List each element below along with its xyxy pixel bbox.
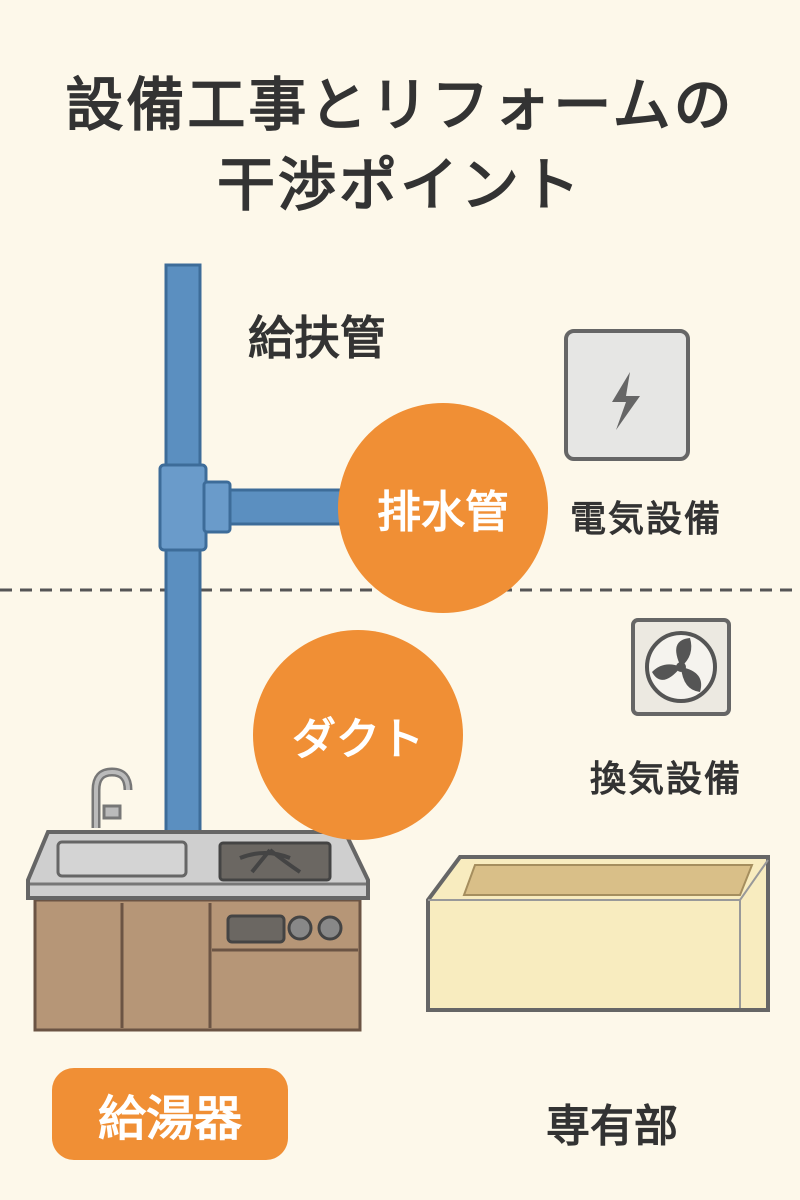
title-line-1: 設備工事とリフォームの — [65, 71, 735, 139]
water-heater-label: 給湯器 — [97, 1091, 242, 1147]
private-area-label: 専有部 — [546, 1101, 678, 1152]
ventilation-fan-icon — [631, 618, 731, 716]
ventilation-label: 換気設備 — [590, 759, 743, 800]
electrical-label: 電気設備 — [570, 499, 723, 540]
supply-pipe-label: 給扶管 — [248, 311, 386, 365]
title-line-2: 干渉ポイント — [216, 151, 583, 219]
duct-badge: ダクト — [253, 630, 463, 840]
bathtub — [426, 855, 770, 1012]
duct-label: ダクト — [292, 714, 424, 765]
drain-pipe-label: 排水管 — [377, 487, 509, 538]
electrical-panel-icon — [564, 329, 690, 461]
water-heater-badge: 給湯器 — [52, 1068, 288, 1160]
drain-pipe-badge: 排水管 — [338, 403, 548, 613]
pipe-system — [158, 263, 352, 837]
